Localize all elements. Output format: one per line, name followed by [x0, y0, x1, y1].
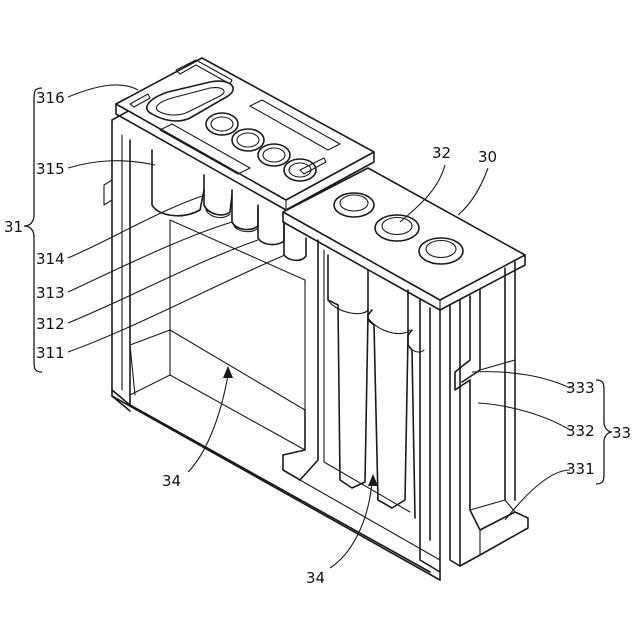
- left-wall-outer: [112, 120, 130, 405]
- label-33: 33: [612, 424, 631, 442]
- label-316: 316: [36, 89, 65, 107]
- label-315: 315: [36, 160, 65, 178]
- tube-opening-1: [334, 193, 374, 217]
- label-314: 314: [36, 250, 65, 268]
- label-332: 332: [566, 422, 595, 440]
- label-30: 30: [478, 148, 497, 166]
- tube-opening-3: [419, 238, 463, 264]
- brace-33: [596, 380, 612, 484]
- tube-opening-2: [375, 215, 419, 241]
- label-313: 313: [36, 284, 65, 302]
- center-divider: [283, 455, 300, 480]
- label-34-left: 34: [162, 472, 181, 490]
- label-312: 312: [36, 315, 65, 333]
- label-34-right: 34: [306, 569, 325, 587]
- label-31: 31: [4, 218, 23, 236]
- right-tubes: [328, 255, 424, 518]
- label-32: 32: [432, 144, 451, 162]
- top-plate-30: [283, 168, 525, 310]
- label-311: 311: [36, 344, 65, 362]
- arrow-34-right: [368, 474, 378, 486]
- label-333: 333: [566, 379, 595, 397]
- arrow-34-left: [223, 366, 233, 378]
- label-331: 331: [566, 460, 595, 478]
